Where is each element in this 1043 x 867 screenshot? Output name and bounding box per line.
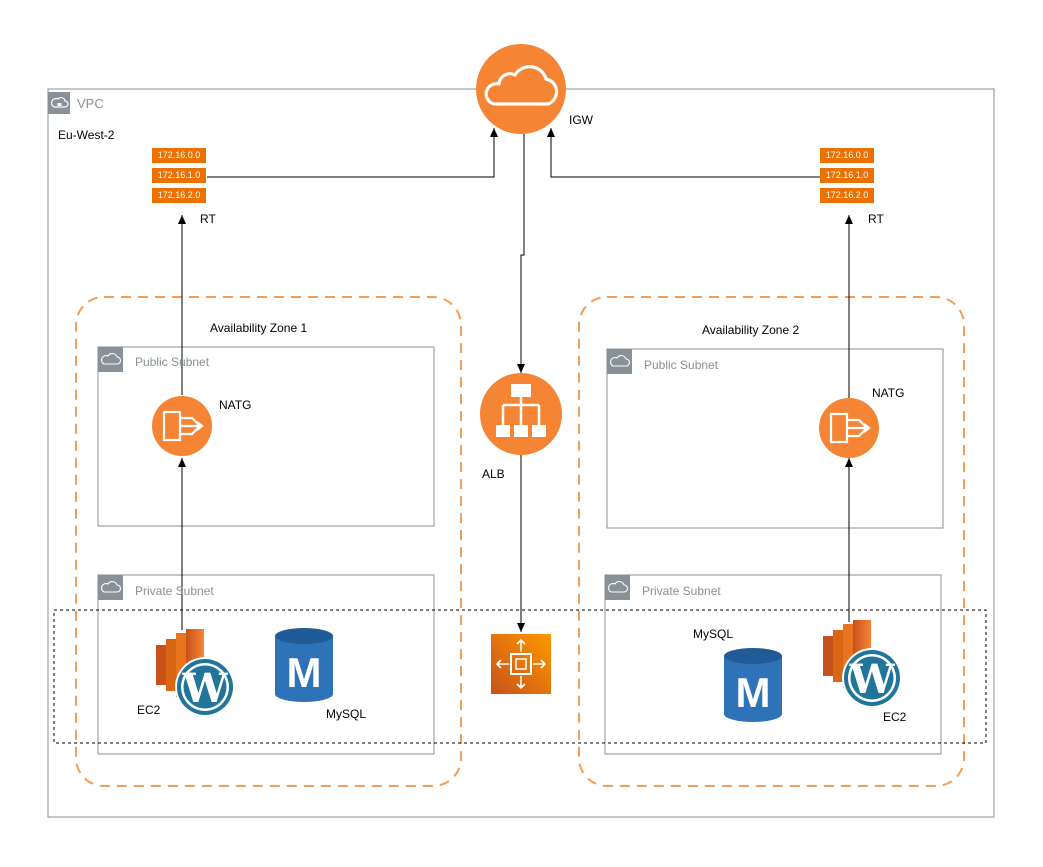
rds-mysql-icon: M <box>275 628 333 702</box>
public-subnet-1 <box>97 346 435 527</box>
nat-gateway-label: NATG <box>872 386 905 400</box>
route-entry: 172.16.2.0 <box>152 188 206 203</box>
internet-gateway-icon <box>476 44 566 134</box>
nat-gateway-label: NATG <box>219 398 252 412</box>
route-table-label: RT <box>200 212 216 226</box>
private-subnet-2 <box>604 574 942 755</box>
availability-zone-label: Availability Zone 2 <box>702 323 800 337</box>
subnet-icon <box>98 347 123 372</box>
subnet-label: Public Subnet <box>644 358 719 372</box>
route-entry: 172.16.2.0 <box>820 188 874 203</box>
svg-text:W: W <box>849 656 896 703</box>
subnet-icon <box>98 575 123 600</box>
svg-text:M: M <box>287 649 322 696</box>
private-subnet-1 <box>97 574 435 755</box>
subnet-icon <box>605 575 630 600</box>
igw-label: IGW <box>569 113 593 127</box>
svg-text:W: W <box>182 665 229 712</box>
wordpress-icon: W <box>175 657 235 717</box>
mysql-label: MySQL <box>326 707 367 721</box>
auto-scaling-icon <box>491 634 551 694</box>
rds-mysql-icon: M <box>724 648 782 722</box>
route-entry: 172.16.1.0 <box>820 168 874 183</box>
vpc-icon <box>48 92 70 114</box>
subnet-label: Private Subnet <box>642 584 721 598</box>
subnet-icon <box>607 349 632 374</box>
nat-gateway-icon <box>152 396 212 456</box>
ec2-label: EC2 <box>137 703 161 717</box>
availability-zone-1 <box>75 296 462 787</box>
nat-gateway-icon <box>819 398 879 458</box>
route-entry: 172.16.0.0 <box>820 148 874 163</box>
route-table-label: RT <box>868 212 884 226</box>
wordpress-icon: W <box>842 648 902 708</box>
subnet-label: Private Subnet <box>135 584 214 598</box>
ec2-label: EC2 <box>883 710 907 724</box>
mysql-label: MySQL <box>693 627 734 641</box>
load-balancer-icon <box>480 373 562 455</box>
region-label: Eu-West-2 <box>58 128 115 142</box>
route-entry: 172.16.1.0 <box>152 168 206 183</box>
availability-zone-label: Availability Zone 1 <box>210 321 308 335</box>
route-entry: 172.16.0.0 <box>152 148 206 163</box>
subnet-label: Public Subnet <box>135 355 210 369</box>
alb-label: ALB <box>482 467 505 481</box>
svg-text:M: M <box>736 669 771 716</box>
auto-scaling-group <box>53 609 987 744</box>
connectors <box>178 128 853 632</box>
vpc-label: VPC <box>77 96 104 111</box>
public-subnet-2 <box>606 348 944 529</box>
